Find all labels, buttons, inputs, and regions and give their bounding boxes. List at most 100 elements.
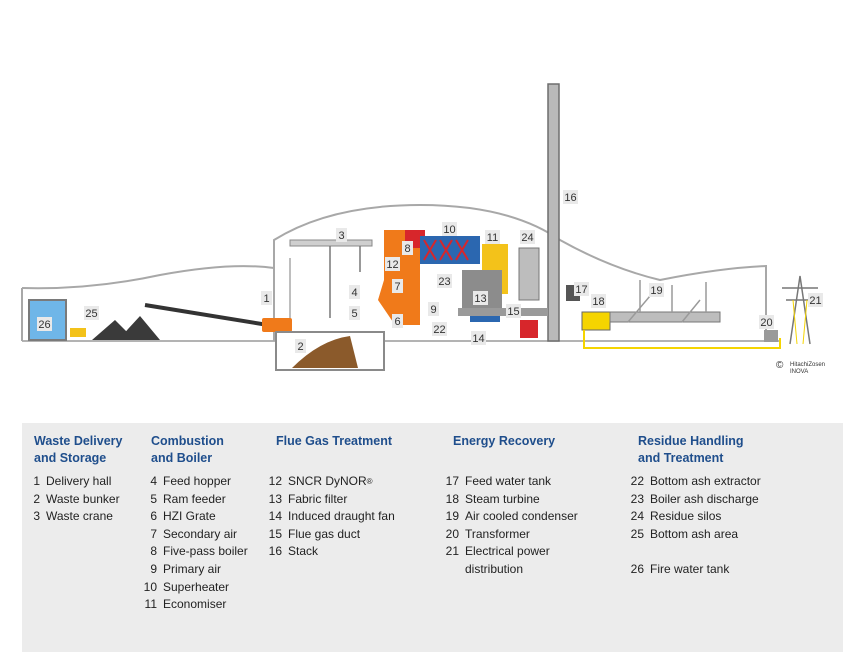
registered-mark: ® (366, 477, 373, 486)
legend-item: 9 Primary air (133, 561, 248, 579)
diagram-label-26: 26 (38, 319, 50, 331)
diagram-label-box (471, 331, 486, 345)
legend-item-number: 2 (33, 491, 40, 506)
diagram-label-22: 22 (433, 324, 445, 336)
legend-item-text: Secondary air (163, 526, 238, 541)
diagram-label-box (385, 257, 400, 271)
plant-diagram: 1234567891011121314151617181920212223242… (21, 83, 825, 375)
diagram-label-4: 4 (351, 287, 357, 299)
loader (70, 328, 86, 337)
legend-item-text: Ram feeder (163, 491, 226, 506)
legend-item: 24 Residue silos (620, 508, 761, 526)
diagram-label-21: 21 (809, 295, 821, 307)
legend-item-text: Delivery hall (46, 474, 112, 488)
diagram-label-box (563, 190, 578, 204)
legend-item-text: Stack (288, 544, 319, 559)
legend-item-number: 1 (33, 474, 40, 488)
waste-crane (289, 239, 373, 247)
diagram-label-box (37, 317, 52, 331)
diagram-label-box (759, 315, 774, 329)
legend-item-number: 6 (150, 509, 157, 524)
diagram-label-box (261, 291, 272, 305)
legend-item-text: Feed hopper (163, 474, 232, 488)
diagram-label-box (432, 322, 447, 336)
legend-item-number: 9 (150, 561, 157, 576)
steam-turbine (581, 311, 611, 331)
legend-item-number: 7 (150, 526, 157, 541)
diagram-label-15: 15 (507, 306, 519, 318)
legend-item: 25 Bottom ash area (620, 526, 761, 544)
diagram-label-20: 20 (760, 317, 772, 329)
power-pylon (782, 275, 818, 345)
legend-item: 2 Waste bunker (16, 491, 122, 509)
legend-item-text: Electrical power distribution (465, 544, 550, 576)
legend-item-number: 16 (268, 544, 282, 559)
legend-item-text: Superheater (163, 579, 230, 594)
legend-item-text: Transformer (465, 526, 530, 541)
diagram-label-2: 2 (297, 341, 303, 353)
legend-item-number: 8 (150, 544, 157, 559)
legend-item-text: Waste crane (46, 509, 113, 524)
legend-item: 6 HZI Grate (133, 508, 248, 526)
diagram-label-box (437, 274, 452, 288)
diagram-label-18: 18 (592, 296, 604, 308)
legend-item-number: 15 (268, 526, 282, 541)
diagram-label-box (84, 306, 99, 320)
legend-item-text: Residue silos (650, 509, 722, 524)
diagram-label-7: 7 (394, 281, 400, 293)
building-roof (21, 203, 767, 340)
legend-item-number: 26 (630, 561, 644, 576)
legend-item-text: Five-pass boiler (163, 544, 248, 559)
legend-item-number: 24 (630, 509, 644, 524)
diagram-label-box (336, 228, 347, 242)
legend-item-text: Waste bunker (46, 491, 120, 506)
diagram-label-10: 10 (443, 224, 455, 236)
stack (547, 83, 560, 342)
legend-item-text: Feed water tank (465, 474, 552, 488)
diagram-label-17: 17 (575, 284, 587, 296)
credit-company-line1: HitachiZosen (790, 362, 825, 368)
diagram-label-box (392, 279, 403, 293)
legend-item: 7 Secondary air (133, 526, 248, 544)
diagram-label-3: 3 (338, 230, 344, 242)
diagram-label-8: 8 (404, 243, 410, 255)
legend-item: 20 Transformer (435, 526, 578, 544)
legend-item-number: 13 (268, 491, 282, 506)
diagram-label-16: 16 (564, 192, 576, 204)
diagram-label-23: 23 (438, 276, 450, 288)
legend-item-number: 17 (445, 474, 459, 488)
legend-item-number: 3 (33, 509, 40, 524)
legend-item: 16 Stack (258, 543, 395, 561)
diagram-label-6: 6 (394, 316, 400, 328)
legend-item-number: 23 (630, 491, 644, 506)
diagram-label-13: 13 (474, 293, 486, 305)
copyright-symbol: © (776, 360, 784, 371)
legend-item-number: 25 (630, 526, 644, 541)
legend-item-text: Bottom ash area (650, 526, 739, 541)
legend-item-text: Fabric filter (288, 491, 348, 506)
legend-item-text: HZI Grate (163, 509, 216, 524)
legend-item: 21 Electrical power distribution (435, 543, 578, 578)
legend-item-number: 20 (445, 526, 459, 541)
legend-item-text: Boiler ash discharge (650, 491, 759, 506)
legend-column-title: Flue Gas Treatment (276, 434, 393, 448)
legend-item-number: 12 (268, 474, 282, 488)
bottom-ash-piles (92, 316, 160, 340)
diagram-label-1: 1 (263, 293, 269, 305)
legend-column-title: Residue Handling and Treatment (638, 434, 744, 465)
diagram-label-box (591, 294, 606, 308)
diagram-label-14: 14 (472, 333, 484, 345)
legend-item-text: Primary air (163, 561, 222, 576)
legend-item-number: 21 (445, 544, 459, 559)
